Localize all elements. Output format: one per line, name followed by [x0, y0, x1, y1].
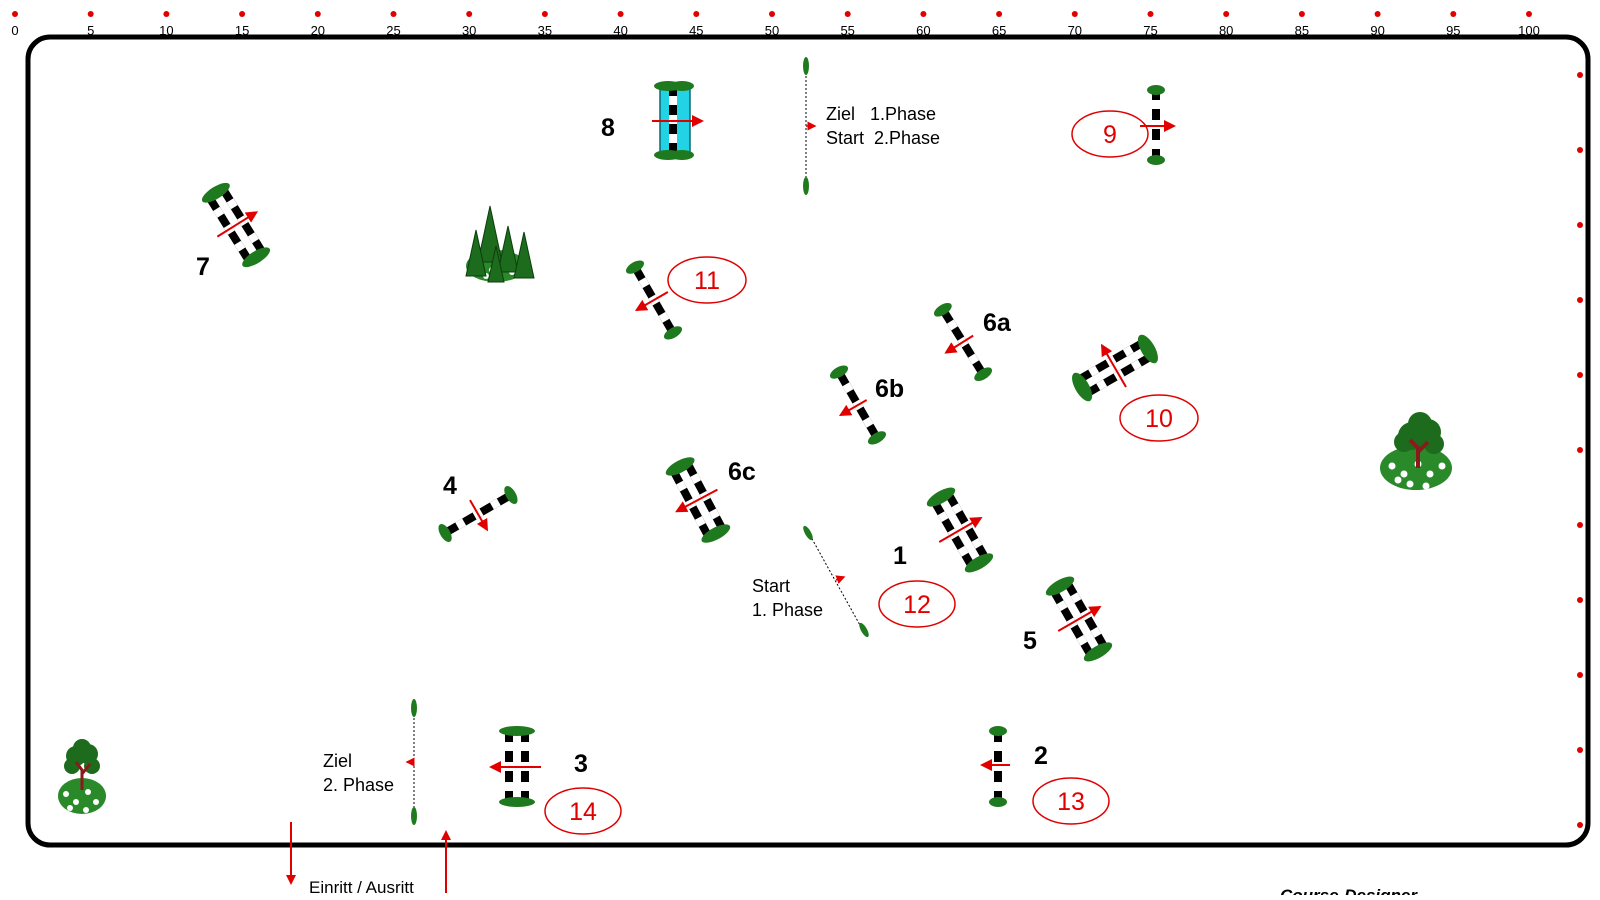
obstacle-7[interactable] [194, 175, 280, 274]
obstacle-number-2: 2 [1034, 742, 1048, 770]
round-marker-9 [1071, 110, 1149, 158]
obstacle-number-5: 5 [1023, 627, 1037, 655]
ruler-tick-label: 75 [1143, 23, 1157, 38]
ruler-tick-label: 25 [386, 23, 400, 38]
obstacle-6b[interactable] [819, 363, 888, 452]
obstacle-6c[interactable] [656, 451, 738, 550]
ruler-tick-label: 40 [613, 23, 627, 38]
obstacle-11[interactable] [615, 255, 689, 347]
finish-1-label: Ziel 1.Phase [826, 104, 936, 124]
round-number-9: 9 [1103, 121, 1117, 149]
round-marker-11 [667, 256, 747, 304]
obstacle-1[interactable] [917, 480, 1003, 580]
obstacle-10[interactable] [1063, 323, 1165, 410]
round-number-12: 12 [903, 591, 931, 619]
start-1-label-line1: Start [752, 576, 790, 596]
ruler-tick-dot [769, 11, 775, 17]
ruler-tick-label: 10 [159, 23, 173, 38]
finish-line-phase-1 [803, 57, 817, 195]
ruler-tick-dot [314, 11, 321, 17]
ruler-tick-dot [996, 11, 1003, 17]
ruler-tick-dot [163, 11, 170, 17]
obstacle-5[interactable] [1036, 569, 1122, 669]
round-marker-13 [1032, 777, 1110, 825]
obstacle-number-4: 4 [443, 472, 457, 500]
ruler-tick-label: 100 [1518, 23, 1540, 38]
ruler-tick-dot [1450, 11, 1457, 17]
ruler-tick-dot [12, 11, 18, 17]
ruler-tick-dot [920, 11, 927, 17]
distance-ruler: 0 5 10 15 20 25 30 35 40 45 50 55 60 65 70 75 80 85 90 95 10… [11, 11, 1540, 38]
ruler-tick-dot [693, 11, 700, 17]
ruler-tick-dot [239, 11, 246, 17]
obstacle-4[interactable] [433, 479, 524, 551]
ruler-tick-dot [1526, 11, 1532, 17]
side-ruler [1577, 72, 1583, 828]
entrance-arrows [286, 822, 451, 893]
round-number-11: 11 [694, 267, 720, 295]
ruler-tick-dot [87, 11, 94, 17]
round-marker-12 [878, 580, 956, 628]
arena-border [25, 34, 1591, 848]
ruler-tick-label: 95 [1446, 23, 1460, 38]
round-number-13: 13 [1057, 788, 1085, 816]
ruler-tick-dot [1374, 11, 1381, 17]
ruler-tick-label: 50 [765, 23, 779, 38]
obstacle-number-7: 7 [196, 253, 210, 281]
ruler-tick-dot [466, 11, 473, 17]
ruler-tick-label: 45 [689, 23, 703, 38]
ruler-tick-label: 30 [462, 23, 476, 38]
deciduous-tree-icon [1380, 412, 1452, 490]
obstacle-number-1: 1 [893, 542, 907, 570]
obstacle-number-8: 8 [601, 114, 615, 142]
ruler-tick-label: 70 [1068, 23, 1082, 38]
ruler-tick-dot [617, 11, 624, 17]
start-1-label-line2: 1. Phase [752, 600, 823, 620]
obstacle-number-6a: 6a [983, 309, 1012, 337]
ruler-tick-label: 55 [840, 23, 854, 38]
ruler-tick-dot [1223, 11, 1230, 17]
obstacle-6a[interactable] [923, 299, 996, 389]
ruler-tick-label: 5 [87, 23, 94, 38]
obstacle-number-6c: 6c [728, 458, 756, 486]
ruler-tick-dot [390, 11, 397, 17]
round-number-14: 14 [569, 798, 597, 826]
round-number-10: 10 [1145, 405, 1173, 433]
ruler-tick-dot [541, 11, 548, 17]
ruler-tick-label: 60 [916, 23, 930, 38]
ruler-tick-label: 80 [1219, 23, 1233, 38]
round-marker-14 [544, 787, 622, 835]
obstacle-number-6b: 6b [875, 375, 904, 403]
obstacle-3[interactable] [489, 726, 541, 807]
ruler-tick-label: 90 [1370, 23, 1384, 38]
ruler-tick-dot [1071, 11, 1078, 17]
deciduous-tree-icon-small [58, 739, 106, 814]
obstacle-2[interactable] [980, 726, 1010, 807]
finish-2-label-line1: Ziel [323, 751, 352, 771]
round-marker-10 [1119, 394, 1199, 442]
ruler-tick-dot [1298, 11, 1305, 17]
ruler-tick-label: 35 [538, 23, 552, 38]
obstacle-number-3: 3 [574, 750, 588, 778]
ruler-tick-label: 20 [311, 23, 325, 38]
conifer-group-icon [465, 205, 535, 283]
ruler-tick-dot [1147, 11, 1154, 17]
entrance-label: Einritt / Ausritt [309, 878, 414, 895]
obstacle-8[interactable] [652, 81, 704, 160]
start-2-label: Start 2.Phase [826, 128, 940, 148]
ruler-tick-label: 15 [235, 23, 249, 38]
finish-2-label-line2: 2. Phase [323, 775, 394, 795]
start-line-phase-1 [803, 525, 869, 638]
ruler-tick-dot [844, 11, 851, 17]
finish-line-phase-2 [405, 699, 417, 825]
ruler-tick-label: 85 [1295, 23, 1309, 38]
course-designer-label: Course-Designer [1280, 886, 1418, 895]
ruler-tick-label: 65 [992, 23, 1006, 38]
ruler-tick-label: 0 [11, 23, 18, 38]
